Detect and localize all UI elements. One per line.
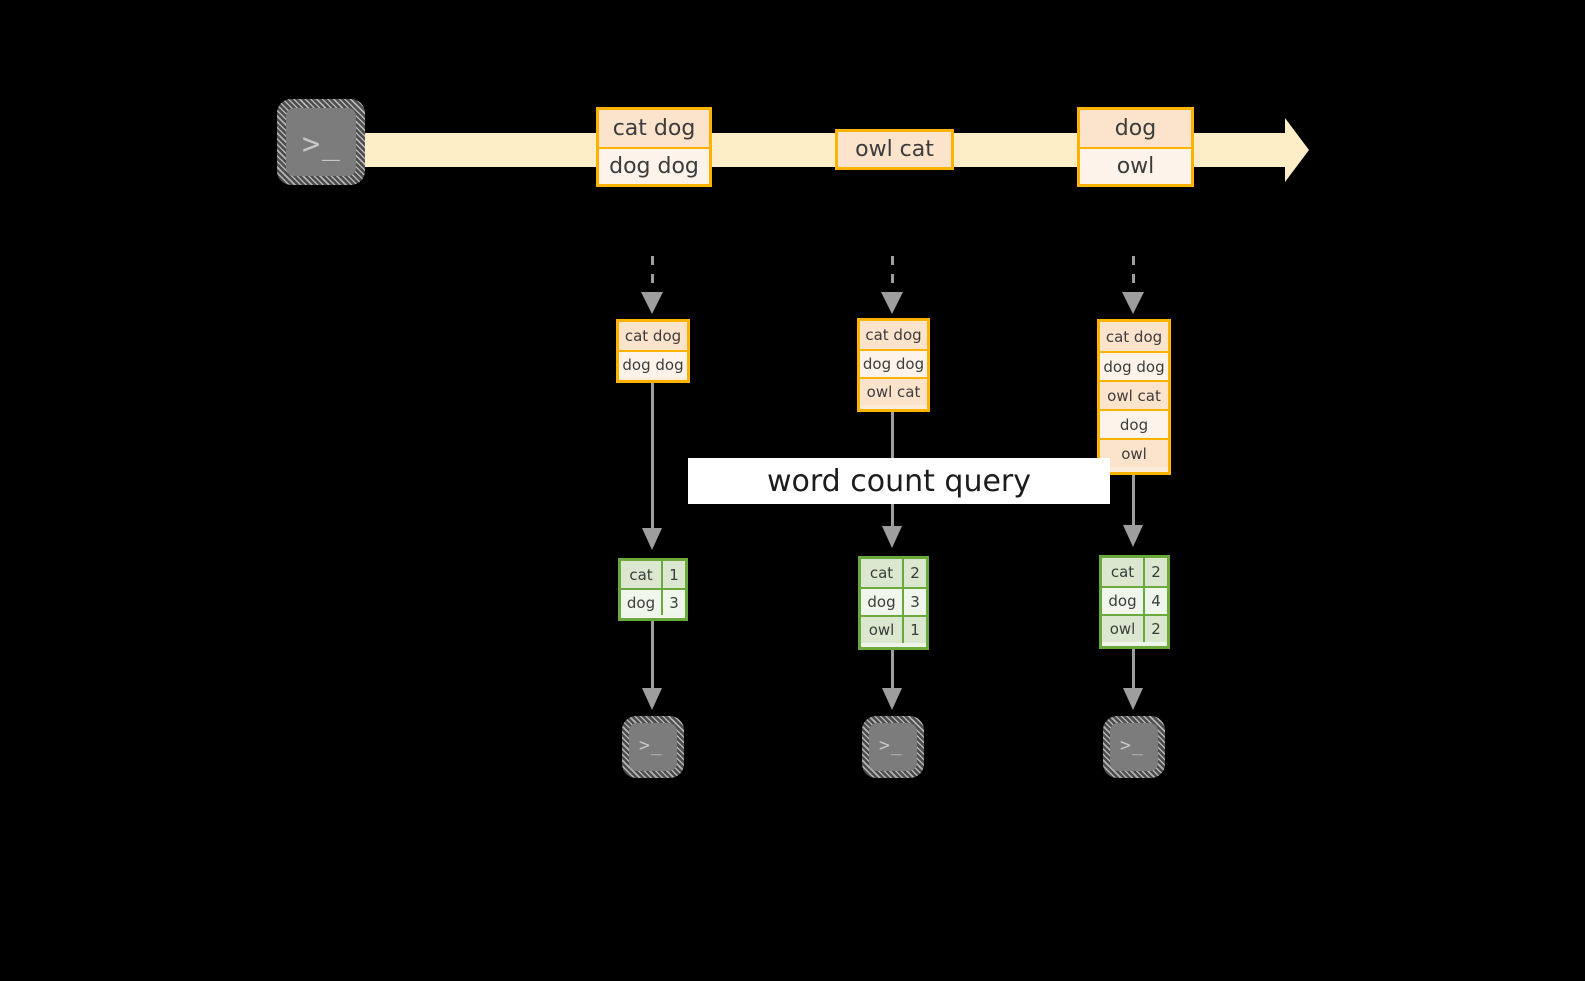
terminal-prompt-glyph: >_ — [1120, 735, 1144, 756]
stream-batch-line: cat dog — [599, 110, 709, 147]
accumulated-state-box: cat dog dog dog owl cat dog owl — [1097, 319, 1171, 475]
state-line: owl cat — [1100, 380, 1168, 409]
terminal-prompt-glyph: >_ — [879, 735, 903, 756]
terminal-face — [869, 723, 917, 771]
result-count: 2 — [1145, 558, 1167, 586]
result-count: 1 — [663, 561, 685, 588]
table-row: owl 1 — [861, 615, 926, 643]
stream-batch-line: owl — [1080, 147, 1191, 184]
batch-feed-line — [651, 256, 654, 298]
result-table: cat 2 dog 3 owl 1 — [858, 556, 929, 650]
state-line: cat dog — [1100, 322, 1168, 351]
result-word: dog — [1102, 588, 1145, 614]
result-count: 4 — [1145, 588, 1167, 614]
result-word: cat — [861, 559, 904, 587]
terminal-face — [286, 108, 356, 176]
state-line: cat dog — [860, 321, 927, 349]
result-word: cat — [621, 561, 663, 588]
table-row: owl 2 — [1102, 614, 1167, 642]
result-word: cat — [1102, 558, 1145, 586]
result-table: cat 2 dog 4 owl 2 — [1099, 555, 1170, 649]
result-count: 3 — [904, 589, 926, 615]
table-row: dog 3 — [861, 587, 926, 615]
result-word: dog — [861, 589, 904, 615]
table-row: cat 2 — [1102, 558, 1167, 586]
state-line: dog dog — [860, 349, 927, 377]
result-to-sink-line — [651, 621, 654, 693]
state-line: dog — [1100, 409, 1168, 438]
result-count: 3 — [663, 590, 685, 615]
stream-batch-line: owl cat — [838, 132, 951, 167]
result-word: owl — [1102, 616, 1145, 642]
stream-batch: owl cat — [835, 129, 954, 170]
result-word: dog — [621, 590, 663, 615]
result-to-sink-arrowhead — [1123, 688, 1143, 710]
terminal-prompt-glyph: >_ — [639, 735, 663, 756]
result-to-sink-arrowhead — [642, 688, 662, 710]
batch-feed-line — [1132, 256, 1135, 298]
state-line: dog dog — [1100, 351, 1168, 380]
stream-batch-line: dog — [1080, 110, 1191, 147]
sink-terminal-icon: >_ — [860, 714, 926, 780]
state-to-result-line — [651, 383, 654, 534]
result-to-sink-line — [1132, 649, 1135, 693]
stream-batch-line: dog dog — [599, 147, 709, 184]
query-label: word count query — [688, 458, 1110, 504]
result-count: 2 — [1145, 616, 1167, 642]
sink-terminal-icon: >_ — [1101, 714, 1167, 780]
batch-feed-arrowhead — [881, 292, 903, 314]
terminal-prompt-glyph: >_ — [302, 127, 342, 162]
result-word: owl — [861, 617, 904, 643]
batch-feed-arrowhead — [1122, 292, 1144, 314]
accumulated-state-box: cat dog dog dog — [616, 319, 690, 383]
state-line: cat dog — [619, 322, 687, 350]
batch-feed-arrowhead — [641, 292, 663, 314]
state-to-result-arrowhead — [1123, 525, 1143, 547]
state-line: dog dog — [619, 350, 687, 378]
stream-batch: dog owl — [1077, 107, 1194, 187]
terminal-face — [1110, 723, 1158, 771]
result-to-sink-arrowhead — [882, 688, 902, 710]
state-to-result-line — [1132, 475, 1135, 531]
table-row: dog 3 — [621, 588, 685, 615]
table-row: cat 1 — [621, 561, 685, 588]
stream-batch: cat dog dog dog — [596, 107, 712, 187]
terminal-face — [629, 723, 677, 771]
table-row: cat 2 — [861, 559, 926, 587]
source-terminal-icon: >_ — [277, 99, 365, 185]
sink-terminal-icon: >_ — [620, 714, 686, 780]
batch-feed-line — [891, 256, 894, 298]
result-to-sink-line — [891, 650, 894, 693]
result-count: 2 — [904, 559, 926, 587]
result-table: cat 1 dog 3 — [618, 558, 688, 621]
result-count: 1 — [904, 617, 926, 643]
table-row: dog 4 — [1102, 586, 1167, 614]
state-to-result-arrowhead — [882, 526, 902, 548]
state-to-result-arrowhead — [642, 528, 662, 550]
state-line: owl cat — [860, 377, 927, 405]
state-line: owl — [1100, 438, 1168, 467]
accumulated-state-box: cat dog dog dog owl cat — [857, 318, 930, 412]
stream-arrowhead — [1285, 118, 1309, 182]
